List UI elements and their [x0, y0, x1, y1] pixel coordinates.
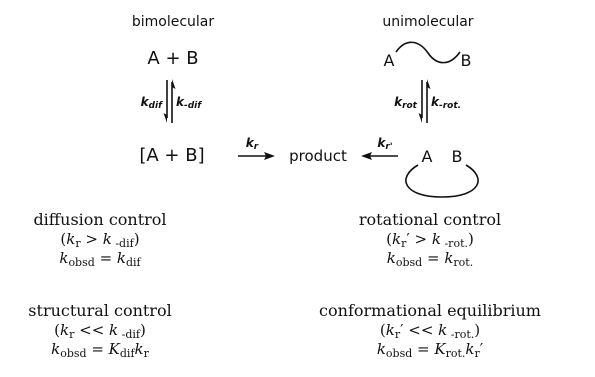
kr-prime-arrow — [361, 152, 398, 160]
encounter-complex: [A + B] — [139, 145, 204, 166]
k-minus-rot-label: k-rot. — [431, 95, 461, 111]
bimolecular-reactants: A + B — [147, 48, 198, 69]
cyclic-end-b: B — [452, 147, 463, 166]
diffusion-control-condition: (kr > k -dif) — [60, 230, 139, 250]
rotational-control-equation: kobsd = krot. — [387, 249, 473, 269]
bimolecular-equilibrium-arrows — [163, 79, 176, 123]
k-rot-label: krot — [394, 95, 418, 111]
unimolecular-end-b: B — [461, 51, 472, 70]
conformational-equilibrium-title: conformational equilibrium — [319, 301, 541, 320]
kr-label: kr — [246, 136, 259, 152]
conformational-equilibrium-condition: (kr′ << k -rot.) — [380, 321, 480, 341]
flexible-chain — [395, 41, 461, 64]
conformational-equilibrium-equation: kobsd = Krot.kr′ — [377, 340, 484, 360]
k-dif-label: kdif — [141, 95, 164, 111]
bimolecular-heading: bimolecular — [132, 14, 215, 30]
rotational-control-title: rotational control — [359, 210, 501, 229]
diffusion-control-title: diffusion control — [33, 210, 166, 229]
structural-control-title: structural control — [28, 301, 171, 320]
unimolecular-heading: unimolecular — [382, 14, 473, 30]
product-label: product — [289, 147, 347, 165]
kr-prime-label: kr' — [377, 136, 392, 152]
rotational-control-condition: (kr′ > k -rot.) — [386, 230, 474, 250]
kr-arrow — [238, 152, 275, 160]
unimolecular-end-a: A — [384, 51, 395, 70]
k-minus-dif-label: k-dif — [176, 95, 202, 111]
cyclic-end-a: A — [422, 147, 433, 166]
unimolecular-equilibrium-arrows — [418, 79, 431, 123]
structural-control-equation: kobsd = Kdifkr — [51, 340, 150, 360]
cyclic-chain — [405, 164, 479, 198]
control-cases: diffusion control(kr > k -dif)kobsd = kd… — [28, 210, 541, 360]
diffusion-control-equation: kobsd = kdif — [59, 249, 141, 269]
structural-control-condition: (kr << k -dif) — [54, 321, 146, 341]
